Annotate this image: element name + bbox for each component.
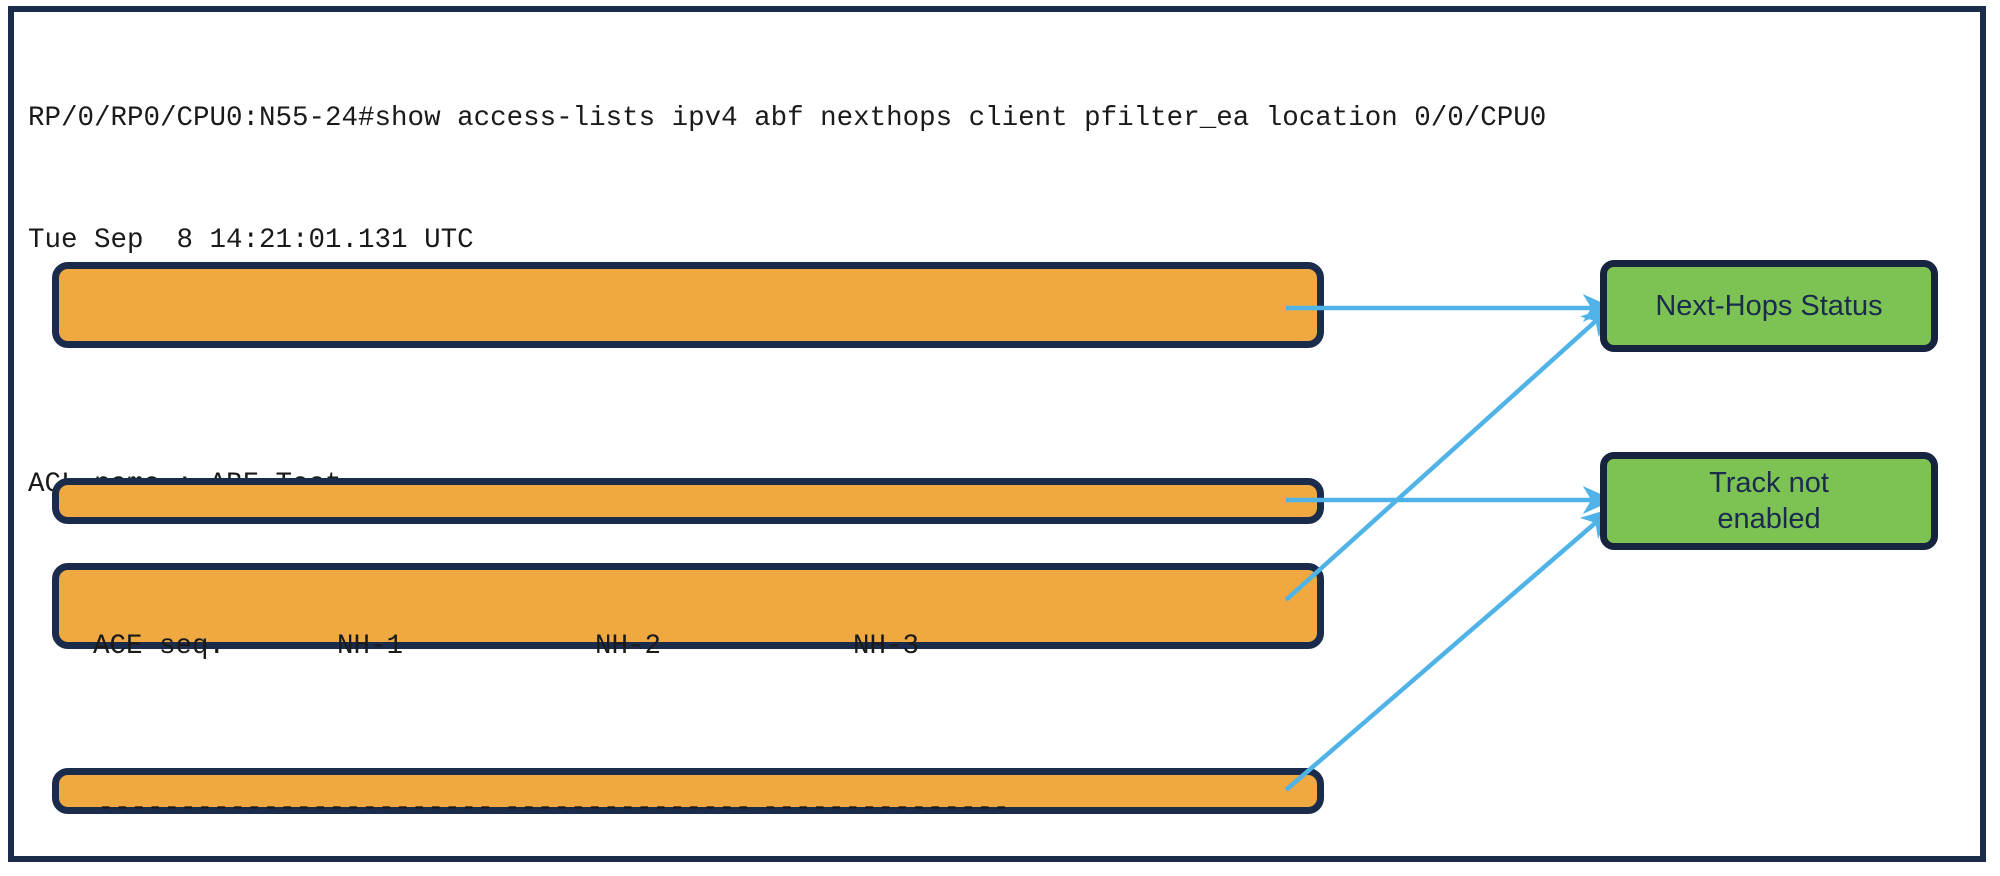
table-header-row: ACE seq. NH-1 NH-2 NH-3 <box>28 627 1428 668</box>
highlight-block-ace10-track <box>52 478 1324 524</box>
highlight-block-ace20-nexthops <box>52 563 1324 649</box>
callout-next-hops-status: Next-Hops Status <box>1600 260 1938 352</box>
callout-track-not-enabled-label: Track not enabled <box>1709 466 1829 535</box>
blank-line <box>28 343 1428 384</box>
terminal-output: RP/0/RP0/CPU0:N55-24#show access-lists i… <box>28 18 1547 876</box>
table-separator-row: --------- --------------- --------------… <box>28 789 1428 830</box>
separator-nh1: --------------- <box>246 793 494 825</box>
highlight-block-ace10-nexthops <box>52 262 1324 348</box>
column-header-nh2: NH-2 <box>594 630 661 662</box>
callout-next-hops-status-label: Next-Hops Status <box>1655 289 1883 322</box>
outer-frame <box>8 6 1986 862</box>
column-header-nh3: NH-3 <box>852 630 919 662</box>
separator-ace-seq: --------- <box>97 793 246 825</box>
prompt-line: RP/0/RP0/CPU0:N55-24#show access-lists i… <box>28 103 1547 135</box>
timestamp-line: Tue Sep 8 14:21:01.131 UTC <box>28 224 474 256</box>
callout-track-not-enabled: Track not enabled <box>1600 452 1938 550</box>
highlight-block-ace20-track <box>52 768 1324 814</box>
separator-nh3: --------------- <box>762 793 1010 825</box>
column-header-nh1: NH-1 <box>336 630 403 662</box>
separator-nh2: --------------- <box>504 793 752 825</box>
column-header-ace-seq: ACE seq. <box>92 630 226 662</box>
